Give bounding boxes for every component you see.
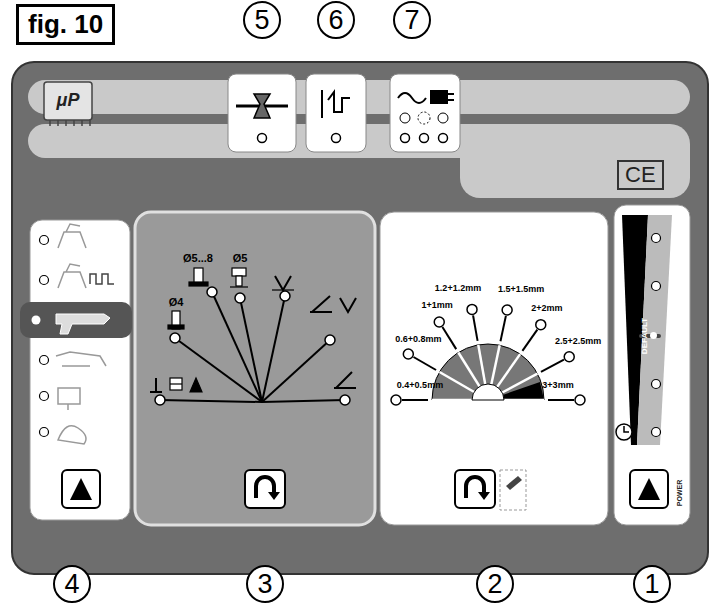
power-panel: POWER DEFAULT: [614, 205, 690, 525]
default-indicator: DEFAULT: [639, 334, 661, 338]
led: [502, 305, 512, 315]
thickness-panel-text: 1.5+1.5mm: [498, 285, 544, 295]
thickness-panel-text: 0.6+0.8mm: [395, 335, 441, 345]
band: [460, 124, 690, 198]
electrode-panel: Ø4 Ø5...8 Ø5: [135, 212, 375, 525]
power-panel: [614, 205, 690, 525]
thickness-panel-text: 3+3mm: [542, 381, 573, 391]
selector-spoke: [541, 360, 564, 372]
electrode-panel-text: Ø5: [233, 252, 248, 264]
callout-number: 1: [633, 565, 671, 603]
thickness-panel-text: 2+2mm: [531, 304, 562, 314]
led: [536, 320, 546, 330]
callout-number: 6: [317, 1, 355, 39]
logo-text: μP: [57, 91, 80, 111]
thickness-panel-text: 1.2+1.2mm: [435, 284, 481, 294]
ce-mark: CE: [617, 160, 664, 190]
callout-number: 7: [393, 1, 431, 39]
callout-number: 4: [53, 565, 91, 603]
callout-number: 5: [243, 1, 281, 39]
callout-number-text: 2: [487, 571, 502, 598]
callout-number-text: 5: [254, 7, 269, 34]
icon-box: [390, 74, 460, 152]
selector-spoke: [522, 330, 537, 351]
logo-chip: [44, 82, 92, 126]
thickness-panel-text: 2.5+2.5mm: [555, 337, 601, 347]
figure-label-text: fig. 10: [28, 10, 103, 39]
callout-number-text: 6: [328, 7, 343, 34]
icon-box: [306, 74, 366, 152]
power-panel-text: POWER: [676, 480, 684, 506]
led: [391, 395, 401, 405]
electrode-panel-text: Ø4: [169, 296, 184, 308]
led: [434, 317, 444, 327]
electrode-panel-text: Ø5...8: [183, 252, 213, 264]
mode-panel: [20, 220, 132, 520]
callout-number-text: 1: [644, 571, 659, 598]
led: [564, 352, 574, 362]
led: [575, 395, 585, 405]
callout-number: 2: [476, 565, 514, 603]
ce-mark-text: CE: [625, 163, 656, 187]
selector-spoke: [414, 357, 437, 370]
callout-number-text: 3: [257, 571, 272, 598]
icon-box: [228, 74, 296, 152]
callout-number-text: 7: [404, 7, 419, 34]
thickness-panel: [380, 212, 608, 525]
selector-spoke: [402, 399, 428, 401]
callout-number-text: 4: [64, 571, 79, 598]
led: [403, 349, 413, 359]
thickness-panel-text: 1+1mm: [422, 301, 453, 311]
callout-number: 3: [246, 565, 284, 603]
selector-spoke: [442, 327, 456, 349]
led: [650, 332, 657, 339]
default-indicator-text: DEFAULT: [641, 318, 650, 354]
electrode-panel: [135, 212, 375, 525]
selector-spoke: [500, 316, 505, 341]
thickness-panel-text: 0.4+0.5mm: [397, 381, 443, 391]
led: [467, 304, 477, 314]
figure-label: fig. 10: [16, 4, 115, 45]
selector-spoke: [548, 399, 574, 401]
panel-housing: [12, 62, 708, 574]
selector-spoke: [473, 315, 478, 341]
thickness-panel: 0.4+0.5mm 0.6+0.8mm 1+1mm 1.2+1.2mm 1.5+1.5m…: [380, 212, 608, 525]
